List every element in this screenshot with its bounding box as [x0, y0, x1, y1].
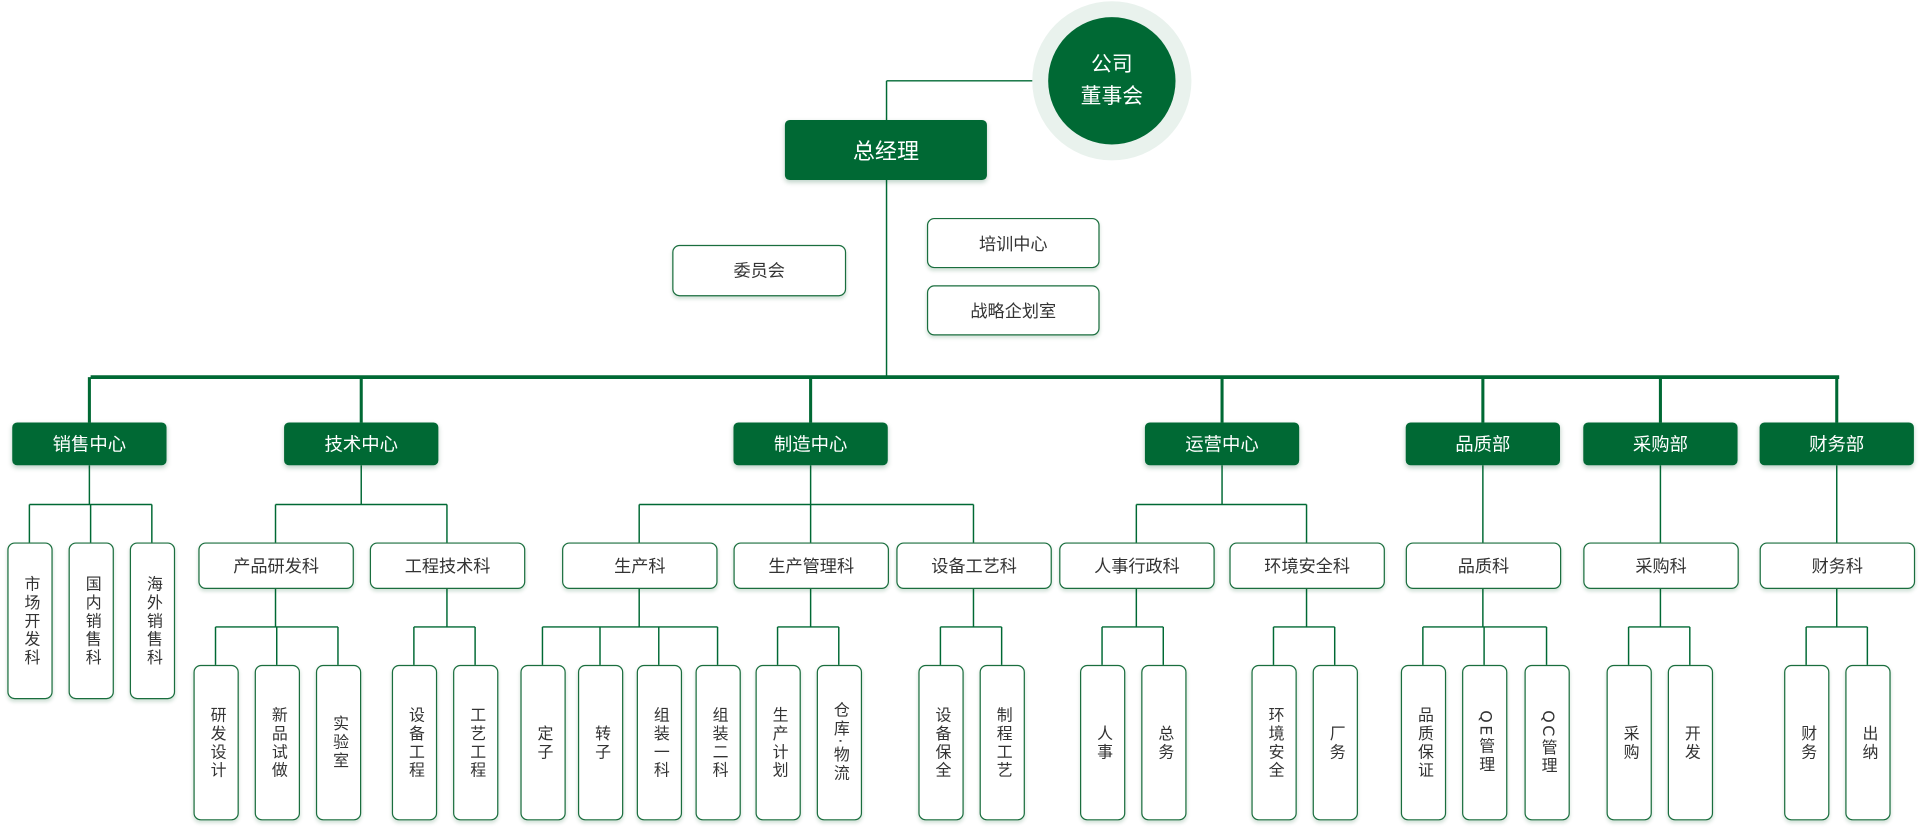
board-node[interactable]: 公司 董事会	[1048, 17, 1176, 145]
unit-node[interactable]: 实验室	[315, 664, 362, 821]
department-node[interactable]: 品质部	[1405, 422, 1561, 466]
unit-node[interactable]: 转子	[577, 664, 624, 821]
unit-node[interactable]: 仓库·物流	[816, 664, 863, 821]
general-manager-node[interactable]: 总经理	[784, 120, 987, 181]
unit-node[interactable]: QC管理	[1524, 664, 1570, 821]
section-node[interactable]: 品质科	[1405, 542, 1562, 589]
unit-node[interactable]: 工艺工程	[453, 664, 499, 821]
unit-node[interactable]: 组装二科	[695, 664, 741, 821]
department-node[interactable]: 销售中心	[12, 422, 167, 466]
board-line2: 董事会	[1080, 84, 1144, 109]
unit-node[interactable]: 开发	[1667, 664, 1714, 821]
unit-node[interactable]: 财务	[1784, 664, 1830, 821]
unit-node[interactable]: 品质保证	[1400, 664, 1447, 821]
section-node[interactable]: 产品研发科	[198, 542, 354, 589]
unit-node[interactable]: QE管理	[1462, 664, 1508, 821]
unit-node[interactable]: 定子	[520, 664, 566, 821]
unit-node[interactable]: 生产计划	[755, 664, 801, 821]
department-node[interactable]: 技术中心	[284, 422, 439, 466]
section-node[interactable]: 环境安全科	[1229, 542, 1385, 589]
department-node[interactable]: 采购部	[1583, 422, 1738, 466]
unit-node[interactable]: 环境安全	[1251, 664, 1297, 821]
section-node[interactable]: 生产科	[562, 542, 718, 589]
section-node[interactable]: 生产管理科	[733, 542, 889, 589]
unit-node[interactable]: 厂务	[1312, 664, 1358, 821]
staff-training-center[interactable]: 培训中心	[926, 217, 1100, 269]
unit-node[interactable]: 海外销售科	[129, 542, 176, 700]
staff-strategy-office[interactable]: 战略企划室	[926, 285, 1100, 336]
unit-node[interactable]: 设备工程	[391, 664, 438, 821]
unit-node[interactable]: 研发设计	[193, 664, 239, 821]
unit-node[interactable]: 设备保全	[918, 664, 964, 821]
unit-node[interactable]: 总务	[1141, 664, 1187, 821]
section-node[interactable]: 财务科	[1759, 542, 1916, 589]
unit-node[interactable]: 人事	[1080, 664, 1126, 821]
department-node[interactable]: 财务部	[1759, 422, 1914, 466]
section-node[interactable]: 采购科	[1583, 542, 1739, 589]
department-node[interactable]: 制造中心	[733, 422, 888, 466]
unit-node[interactable]: 国内销售科	[68, 542, 114, 700]
unit-node[interactable]: 新品试做	[254, 664, 301, 821]
staff-committee[interactable]: 委员会	[672, 244, 847, 297]
department-node[interactable]: 运营中心	[1144, 422, 1300, 466]
unit-node[interactable]: 采购	[1606, 664, 1652, 821]
section-node[interactable]: 工程技术科	[369, 542, 526, 589]
board-line1: 公司	[1091, 52, 1133, 78]
section-node[interactable]: 设备工艺科	[896, 542, 1052, 589]
unit-node[interactable]: 市场开发科	[7, 542, 53, 700]
unit-node[interactable]: 出纳	[1845, 664, 1891, 821]
unit-node[interactable]: 组装一科	[636, 664, 683, 821]
unit-node[interactable]: 制程工艺	[979, 664, 1025, 821]
section-node[interactable]: 人事行政科	[1059, 542, 1215, 589]
